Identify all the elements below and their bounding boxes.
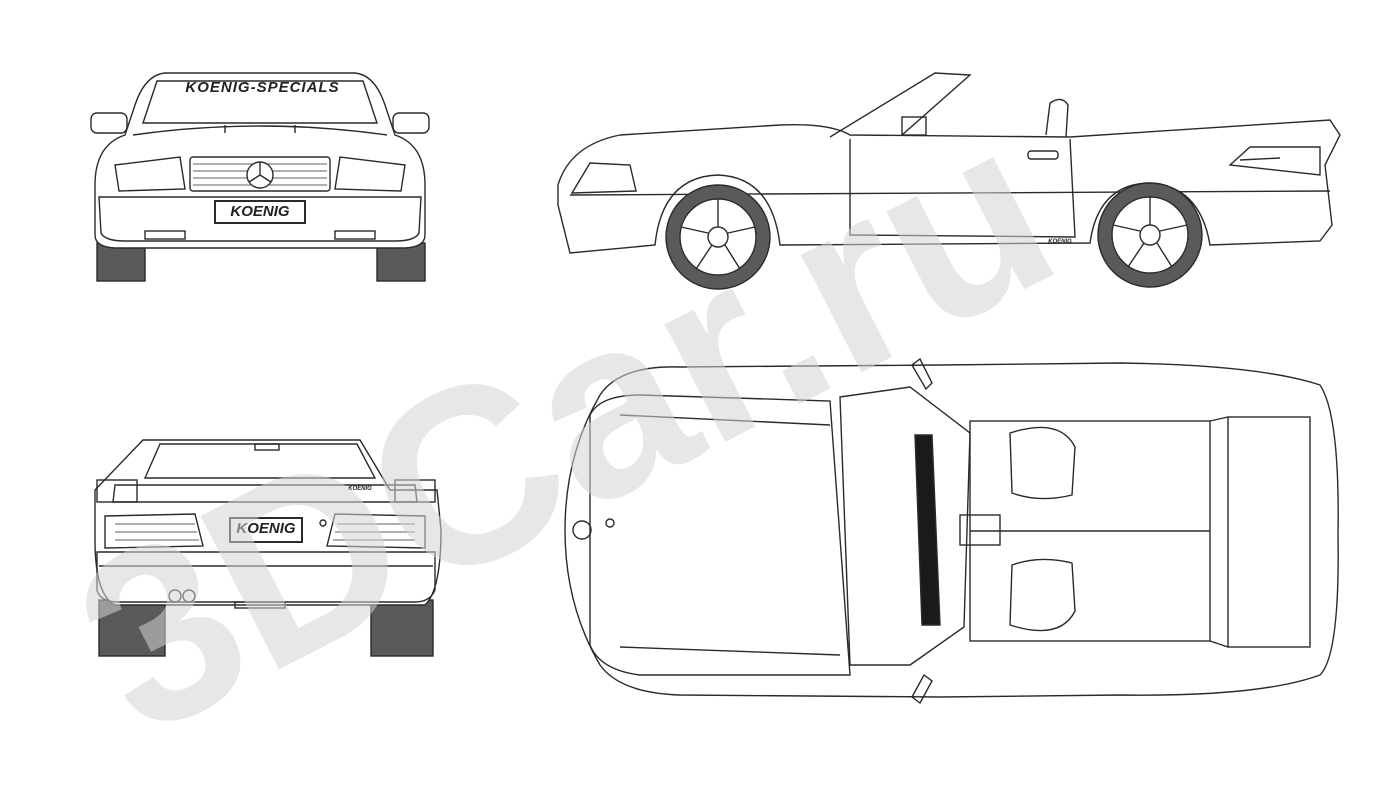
side-taillight bbox=[1228, 146, 1321, 176]
rear-left-tire bbox=[98, 599, 166, 657]
top-star-emblem bbox=[572, 520, 592, 540]
top-right-seat bbox=[1009, 558, 1076, 632]
top-windshield-header bbox=[914, 434, 941, 626]
top-windshield-frame bbox=[839, 386, 971, 666]
front-windshield-banner: KOENIG-SPECIALS bbox=[185, 79, 340, 96]
top-left-seat bbox=[1009, 426, 1076, 500]
side-view: KOENIG bbox=[550, 65, 1345, 295]
front-left-mirror bbox=[90, 112, 128, 134]
front-bumper bbox=[98, 196, 422, 242]
rear-right-tire bbox=[370, 599, 434, 657]
top-hood bbox=[589, 394, 851, 676]
side-front-wheel bbox=[665, 184, 771, 290]
top-left-mirror bbox=[911, 357, 933, 391]
side-headlight bbox=[570, 162, 637, 194]
front-left-tire bbox=[96, 242, 146, 282]
side-door-handle bbox=[1027, 150, 1059, 160]
side-mirror bbox=[901, 116, 927, 136]
front-right-mirror bbox=[392, 112, 430, 134]
side-windshield bbox=[829, 72, 972, 138]
rear-right-taillight bbox=[326, 513, 426, 549]
rear-left-taillight bbox=[104, 513, 204, 549]
front-grille bbox=[189, 156, 331, 192]
top-body-outline bbox=[564, 362, 1339, 698]
top-right-mirror bbox=[911, 673, 933, 705]
rear-plate-text: KOENIG bbox=[236, 520, 296, 537]
front-right-tire bbox=[376, 242, 426, 282]
front-right-headlight bbox=[334, 156, 406, 192]
front-view: KOENIG-SPECIALS KOENIG bbox=[85, 65, 435, 285]
side-door bbox=[849, 138, 1076, 238]
front-body-outline bbox=[94, 72, 426, 249]
rear-trunk-badge: KOENIG bbox=[348, 486, 372, 492]
rear-window bbox=[143, 443, 377, 479]
exhaust-right bbox=[182, 589, 196, 603]
side-rear-wheel bbox=[1097, 182, 1203, 288]
front-left-headlight bbox=[114, 156, 186, 192]
side-door-badge: KOENIG bbox=[1048, 239, 1072, 245]
top-trunk bbox=[1227, 416, 1311, 648]
rear-spoiler bbox=[112, 484, 418, 503]
top-view bbox=[560, 355, 1345, 710]
front-license-plate bbox=[214, 200, 306, 224]
front-hood bbox=[132, 125, 388, 136]
top-console bbox=[959, 514, 1001, 546]
exhaust-left bbox=[168, 589, 182, 603]
rear-view: KOENIG KOENIG bbox=[85, 430, 445, 665]
front-windshield bbox=[142, 80, 378, 124]
side-seat bbox=[1045, 98, 1069, 138]
front-plate-text: KOENIG bbox=[230, 203, 290, 220]
rear-bumper bbox=[96, 551, 436, 603]
rear-license-plate bbox=[229, 517, 303, 543]
